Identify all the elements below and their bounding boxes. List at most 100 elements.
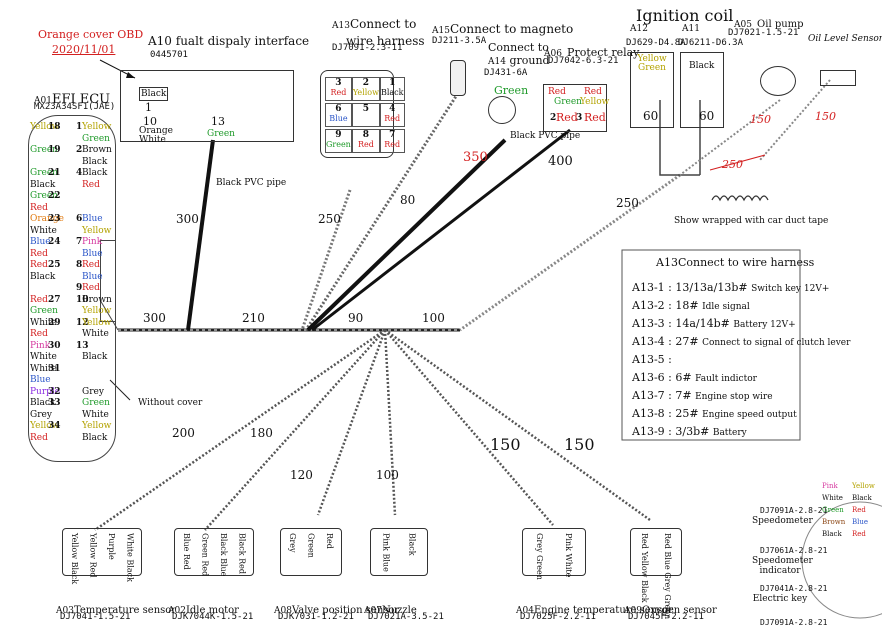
segment-90: 90 — [348, 311, 364, 325]
ecu-pin-label: 22 — [48, 191, 61, 201]
ecu-pin-label: Red — [30, 248, 48, 259]
bottom-pin-color: Grey — [287, 533, 297, 553]
branch-100: 100 — [376, 468, 399, 482]
fault-pin13-color: Green — [207, 129, 235, 139]
a14-length: 350 — [463, 150, 488, 165]
a06-pin-color: Red — [584, 87, 602, 97]
bottom-pin-color: Pink Blue — [381, 533, 391, 572]
branch-200: 200 — [172, 426, 195, 440]
ecu-pin-label: Orange — [30, 214, 64, 224]
fault-title: A10 fualt dispaly interface — [148, 34, 310, 48]
branch-180: 180 — [250, 426, 273, 440]
ecu-pin-label: White — [30, 225, 57, 236]
ecu-pin-label: Blue — [82, 214, 103, 224]
a12-code: A12 — [630, 24, 648, 34]
ecu-pin-label: Yellow — [82, 122, 112, 132]
ecu-pin-label: Red — [30, 432, 48, 443]
ecu-pin-label: 9 — [76, 283, 83, 293]
ecu-pin-label: Black — [30, 398, 56, 408]
ecu-pin-label: Grey — [30, 409, 52, 420]
bottom-caption: A09Oxygen sensor — [624, 605, 717, 616]
a06-title: A06 Protect relay — [544, 46, 640, 59]
fault-pipe — [186, 139, 215, 331]
ecu-pin-label: Green — [30, 145, 58, 155]
bottom-pin-color: Red Yellow Black — [640, 533, 649, 603]
bottom-caption: A03Temperature sensor — [56, 605, 177, 616]
a12-length: 60 — [643, 109, 659, 123]
ecu-pin-label: 19 — [48, 145, 61, 155]
bottom-pin-color: Grey Green — [535, 533, 544, 580]
ecu-pin-label: 27 — [48, 294, 61, 305]
legend-row: A13-2 : 18# Idle signal — [632, 299, 750, 312]
legend-row: A13-6 : 6# Fault indictor — [632, 371, 757, 384]
a13-pin: 5 — [351, 103, 380, 127]
tape-note: Show wrapped with car duct tape — [674, 216, 829, 226]
branch-120: 120 — [290, 468, 313, 482]
ignition-trunk-length: 250 — [616, 196, 639, 210]
ecu-pin-label: 1 — [76, 122, 83, 132]
ignition-title: Ignition coil — [636, 6, 734, 25]
a12-connector: Yellow Green 60 — [630, 52, 674, 128]
side-part: DJ7061A-2.8-21 — [760, 546, 828, 555]
side-wire-color: Black — [852, 494, 872, 502]
fault-part: 0445701 — [150, 50, 188, 60]
segment-100: 100 — [422, 311, 445, 325]
bottom-caption: A07Nuzzle — [364, 605, 417, 616]
a05-length-1: 150 — [750, 113, 771, 126]
ecu-pin-label: 2 — [76, 145, 83, 155]
fault-length: 300 — [176, 212, 199, 226]
ecu-pin-label: Black — [82, 352, 108, 362]
ecu-pin-label: Yellow — [82, 421, 112, 431]
legend-title: A13Connect to wire harness — [656, 256, 815, 269]
oil-level-sensor-label: Oil Level Sensor — [808, 34, 882, 44]
a15-part: DJ211-3.5A — [432, 36, 487, 46]
ecu-pin-label: 6 — [76, 214, 83, 224]
bottom-pin-color: Yellow Black — [69, 533, 79, 585]
bottom-pin-color: Green — [306, 533, 316, 558]
a15-title: A15Connect to magneto — [432, 22, 574, 36]
fault-pin10-colors: Orange White — [139, 126, 173, 145]
a06-connector: Red Green Red Yellow Red Red 2 3 — [543, 84, 610, 132]
side-part: DJ7091A-2.8-21 — [760, 506, 828, 515]
a11-code: A11 — [682, 24, 700, 34]
branch-150-a: 150 — [490, 435, 521, 454]
ecu-pin-label: 13 — [76, 340, 89, 351]
ecu-pin-row: Black — [30, 157, 110, 168]
ecu-pin-label: 31 — [48, 363, 61, 374]
bottom-pin-color: White Black — [125, 533, 135, 582]
bottom-pin-color: Red Blue Grey Green — [663, 533, 672, 620]
side-part: DJ7041A-2.8-21 — [760, 584, 828, 593]
ecu-pin-label: Red — [82, 179, 100, 190]
ecu-pin-label: Blue — [30, 375, 51, 385]
ecu-pin-row: Green — [30, 134, 110, 145]
ecu-pin-label: 32 — [48, 386, 61, 397]
branch-150-b: 150 — [564, 435, 595, 454]
ecu-pin-label: Red — [30, 329, 48, 339]
a06-length: 400 — [548, 154, 573, 169]
fault-pin1-color: Black — [139, 87, 169, 101]
a06-pin-color: Yellow — [580, 97, 610, 107]
bottom-part: DJ7025F-2.2-11 — [520, 612, 596, 622]
ecu-pin-label: Red — [30, 260, 48, 270]
ecu-pin-label: Yellow — [30, 122, 60, 132]
a05-length-2: 150 — [815, 110, 836, 123]
legend-row: A13-9 : 3/3b# Battery — [632, 425, 747, 438]
